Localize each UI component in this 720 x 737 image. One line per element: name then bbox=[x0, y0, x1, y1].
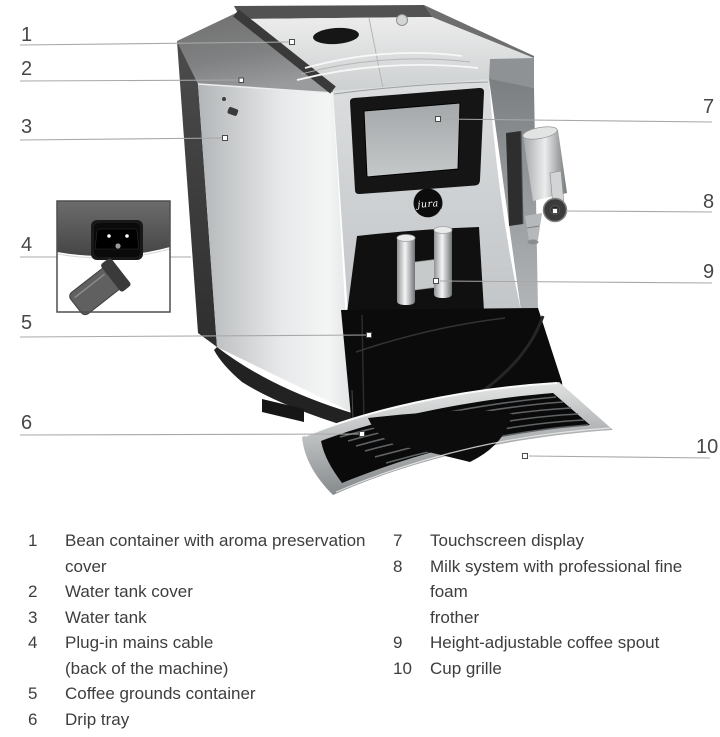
legend-item-text: Milk system with professional fine foam bbox=[430, 556, 683, 602]
legend-item-text: Plug-in mains cable bbox=[65, 633, 214, 652]
legend-item-number: 6 bbox=[28, 709, 38, 729]
legend-item-number: 2 bbox=[28, 582, 38, 601]
legend-item-7: 7 Touchscreen display bbox=[393, 528, 713, 554]
coffee-machine-figure: jura bbox=[19, 5, 713, 495]
legend-item-number: 9 bbox=[393, 633, 403, 652]
legend-item-text: frother bbox=[430, 607, 480, 627]
callout-number-10: 10 bbox=[696, 436, 719, 458]
legend-item-number: 4 bbox=[28, 633, 38, 652]
legend-item-number: 10 bbox=[393, 658, 412, 678]
legend-item-text: Drip tray bbox=[65, 709, 130, 729]
legend-item-9: 9 Height-adjustable coffee spout bbox=[393, 630, 713, 656]
machine-illustration: jura bbox=[177, 5, 613, 495]
legend-item-2: 2 Water tank cover bbox=[28, 579, 378, 605]
legend-column-right: 7 Touchscreen display 8 Milk system with… bbox=[393, 528, 713, 681]
legend-item-5: 5 Coffee grounds container bbox=[28, 681, 378, 707]
legend-item-text: Cup grille bbox=[430, 658, 502, 678]
legend-item-number: 3 bbox=[28, 607, 38, 627]
callout-number-7: 7 bbox=[703, 96, 715, 118]
legend-item-number: 7 bbox=[393, 531, 403, 550]
leader-lines bbox=[19, 41, 713, 459]
legend-item-1: 1 Bean container with aroma preservation… bbox=[28, 528, 378, 579]
legend-item-text: Height-adjustable coffee spout bbox=[430, 633, 660, 652]
legend-item-text: Water tank bbox=[65, 607, 147, 627]
callout-number-5: 5 bbox=[21, 312, 33, 334]
legend-item-10: 10 Cup grille bbox=[393, 656, 713, 682]
callout-number-3: 3 bbox=[21, 116, 33, 138]
callout-number-6: 6 bbox=[21, 412, 33, 434]
legend-item-number: 5 bbox=[28, 684, 38, 703]
legend-item-text: (back of the machine) bbox=[65, 658, 229, 678]
callout-number-8: 8 bbox=[703, 191, 715, 213]
legend-item-text: Touchscreen display bbox=[430, 531, 585, 550]
legend-item-number: 8 bbox=[393, 556, 403, 576]
legend-item-8: 8 Milk system with professional fine foa… bbox=[393, 554, 713, 631]
milk-frother bbox=[506, 126, 568, 245]
legend-item-6: 6 Drip tray bbox=[28, 707, 378, 733]
callout-markers bbox=[222, 39, 558, 459]
callout-number-2: 2 bbox=[21, 58, 33, 80]
legend-item-text: Coffee grounds container bbox=[65, 684, 256, 703]
callout-number-1: 1 bbox=[21, 24, 33, 46]
mains-plug bbox=[69, 258, 131, 316]
legend-item-number: 1 bbox=[28, 531, 38, 550]
callout-number-4: 4 bbox=[21, 234, 33, 256]
cup-grille bbox=[302, 382, 613, 495]
power-socket-inset bbox=[56, 200, 171, 316]
legend-item-3: 3 Water tank bbox=[28, 605, 378, 631]
legend-item-text: Bean container with aroma preservation bbox=[65, 531, 366, 550]
legend-column-left: 1 Bean container with aroma preservation… bbox=[28, 528, 378, 732]
legend-item-text: cover bbox=[65, 556, 107, 576]
machine-parts-diagram: jura bbox=[19, 5, 719, 495]
brand-logo-text: jura bbox=[415, 198, 439, 211]
callout-number-9: 9 bbox=[703, 261, 715, 283]
legend-item-text: Water tank cover bbox=[65, 582, 193, 601]
legend-item-4: 4 Plug-in mains cable (back of the machi… bbox=[28, 630, 378, 681]
